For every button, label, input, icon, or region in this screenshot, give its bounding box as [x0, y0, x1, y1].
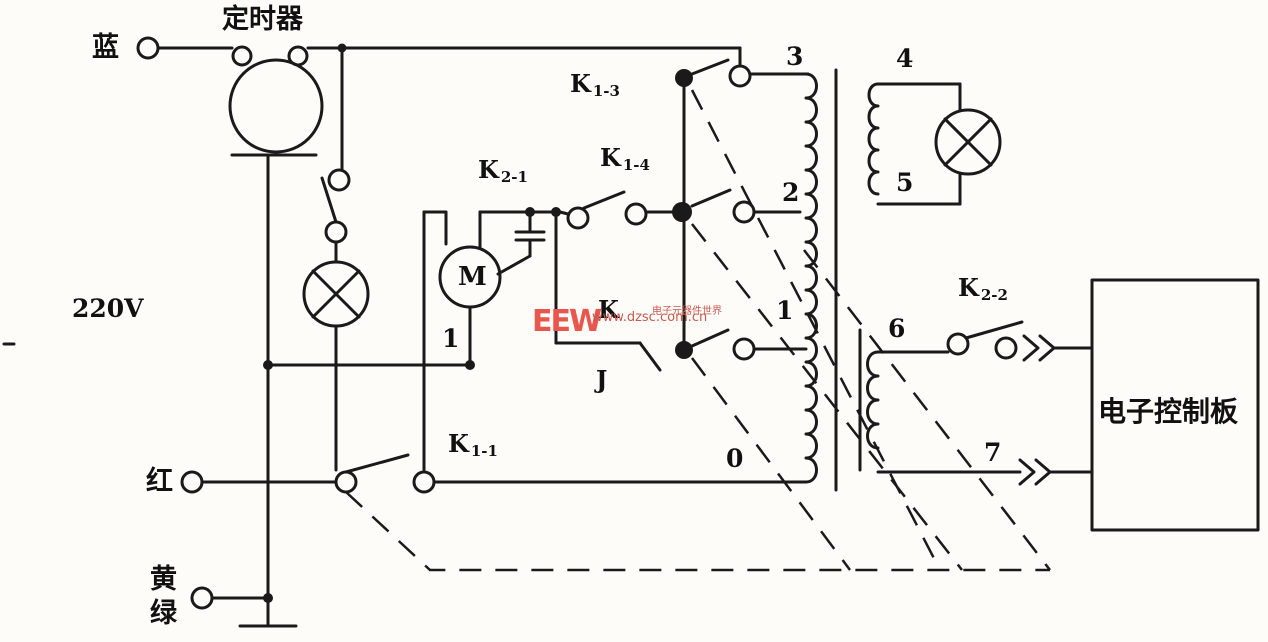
timer-label: 定时器	[222, 4, 303, 35]
red-terminal-label: 红	[146, 466, 173, 497]
j-relay-label: J	[596, 365, 608, 394]
watermark: EEW www.dzsc.com.cn 电子元器件世界	[532, 300, 738, 340]
neutral-bus	[190, 153, 475, 628]
watermark-logo: EEW	[532, 304, 602, 339]
watermark-site: www.dzsc.com.cn	[592, 310, 708, 325]
watermark-cn: 电子元器件世界	[652, 306, 722, 317]
blue-wiring	[136, 36, 742, 172]
k2-1-switch	[558, 188, 802, 230]
node-1-label: 1	[442, 324, 460, 353]
tap-4-label: 4	[896, 44, 914, 73]
tap-2-label: 2	[782, 178, 800, 207]
k-relay-label: K	[598, 295, 619, 324]
green-label: 绿	[150, 598, 177, 629]
control-board-box	[1090, 278, 1260, 532]
tap-7-label: 7	[984, 438, 1002, 467]
motor-branch	[438, 207, 562, 367]
motor-label: M	[458, 262, 487, 292]
red-line-k1-1	[180, 210, 792, 494]
k1-3-switch	[675, 58, 810, 345]
tap-5-label: 5	[896, 168, 914, 197]
tap-1-label: 1	[776, 296, 794, 325]
tap-3-label: 3	[786, 42, 804, 71]
blue-terminal-label: 蓝	[92, 32, 119, 63]
j-relay-switch	[554, 210, 808, 372]
yellow-label: 黄	[150, 564, 177, 595]
timer-lamp-branch	[302, 168, 370, 472]
control-board-label: 电子控制板	[1098, 395, 1239, 428]
secondary-4-5	[867, 82, 1002, 206]
mechanical-linkage	[345, 89, 1051, 572]
voltage-label: 220V	[72, 294, 144, 323]
tap-6-label: 6	[888, 314, 906, 343]
timer	[228, 45, 324, 157]
tap-0-label: 0	[726, 444, 744, 473]
secondary-6-7	[858, 320, 1094, 486]
transformer-primary	[788, 68, 838, 492]
